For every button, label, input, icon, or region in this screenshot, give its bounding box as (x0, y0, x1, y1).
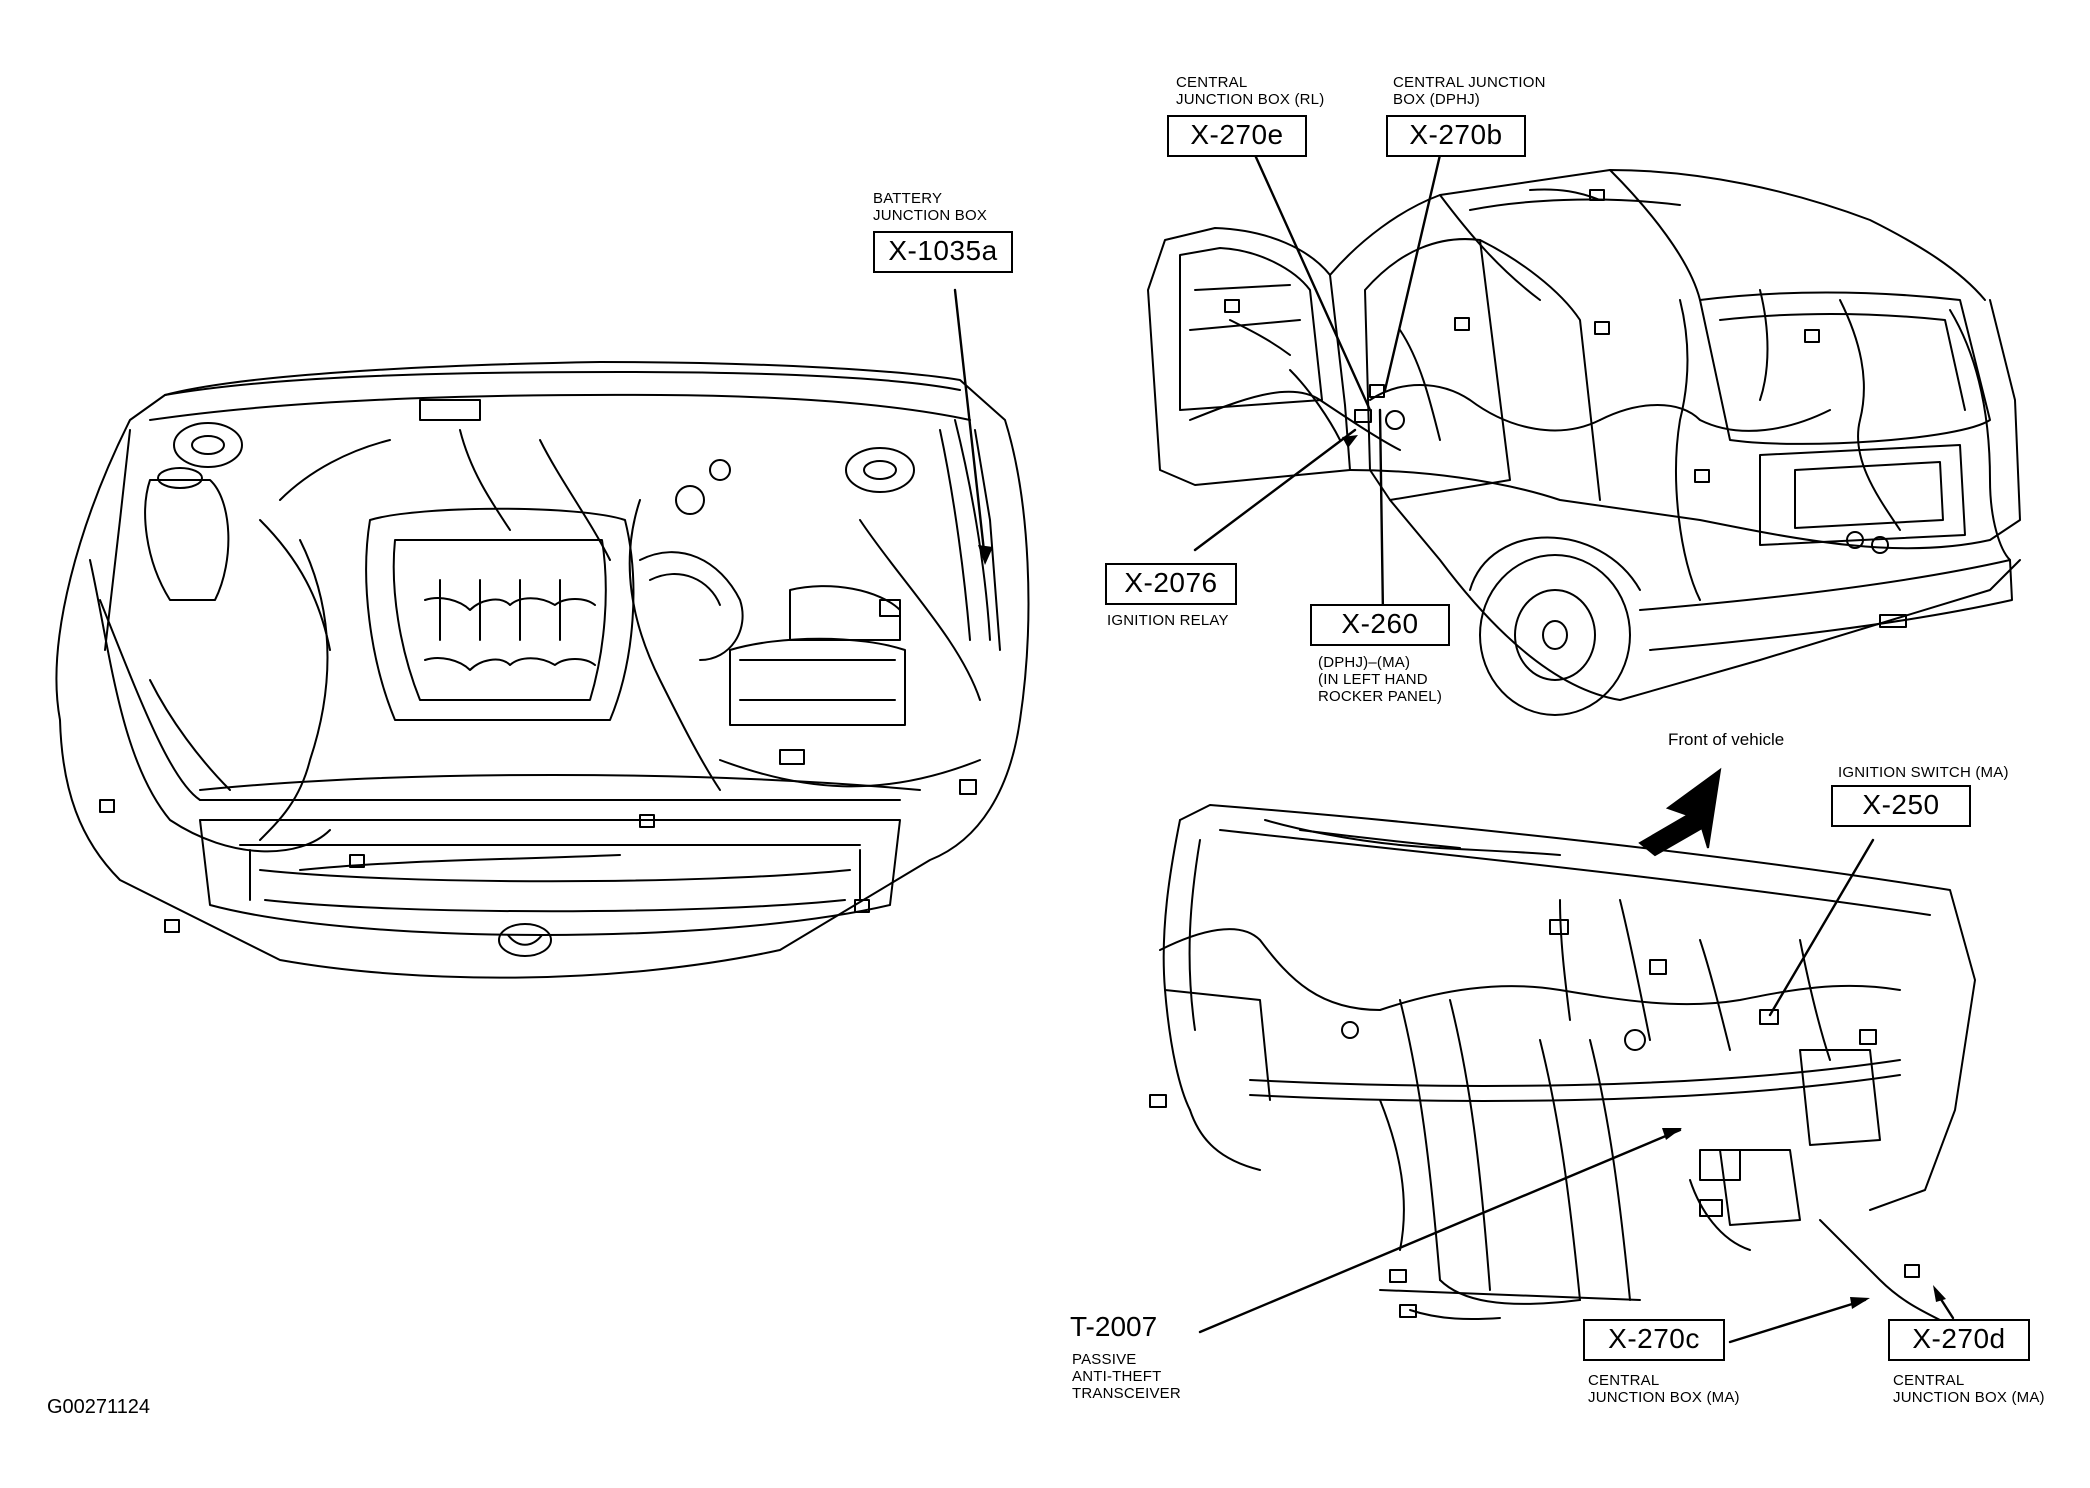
ignition-switch-label: IGNITION SWITCH (MA) (1838, 764, 2009, 781)
connector-x-270b-box[interactable]: X-270b (1386, 115, 1526, 157)
central-junction-box-ma-label-d: CENTRAL JUNCTION BOX (MA) (1893, 1372, 2045, 1406)
connector-x-1035a-box[interactable]: X-1035a (873, 231, 1013, 273)
connector-x-270e-box[interactable]: X-270e (1167, 115, 1307, 157)
front-of-vehicle-label: Front of vehicle (1668, 730, 1785, 749)
front-direction-arrow (1638, 767, 1722, 857)
connector-x-250-box[interactable]: X-250 (1831, 785, 1971, 827)
rocker-panel-connector-label: (DPHJ)–(MA) (IN LEFT HAND ROCKER PANEL) (1318, 654, 1443, 705)
engine-compartment-drawing (55, 361, 1030, 979)
connector-x-2076-box[interactable]: X-2076 (1105, 563, 1237, 605)
connector-t-2007-code[interactable]: T-2007 (1070, 1311, 1158, 1342)
instrument-panel-drawing (1149, 804, 1976, 1321)
figure-reference-id: G00271124 (47, 1396, 151, 1418)
passive-anti-theft-transceiver-label: PASSIVE ANTI-THEFT TRANSCEIVER (1072, 1351, 1181, 1402)
arrowheads (978, 435, 1946, 1309)
vehicle-body-drawing (1147, 169, 2021, 716)
connector-x-260-box[interactable]: X-260 (1310, 604, 1450, 646)
battery-junction-box-label: BATTERY JUNCTION BOX (873, 190, 988, 224)
central-junction-box-rl-label: CENTRAL JUNCTION BOX (RL) (1176, 74, 1325, 108)
leader-lines (953, 153, 1955, 1344)
connector-x-270c-box[interactable]: X-270c (1583, 1319, 1725, 1361)
connector-x-270d-box[interactable]: X-270d (1888, 1319, 2030, 1361)
central-junction-box-ma-label-c: CENTRAL JUNCTION BOX (MA) (1588, 1372, 1740, 1406)
central-junction-box-dphj-label: CENTRAL JUNCTION BOX (DPHJ) (1393, 74, 1546, 108)
ignition-relay-label: IGNITION RELAY (1107, 612, 1229, 629)
